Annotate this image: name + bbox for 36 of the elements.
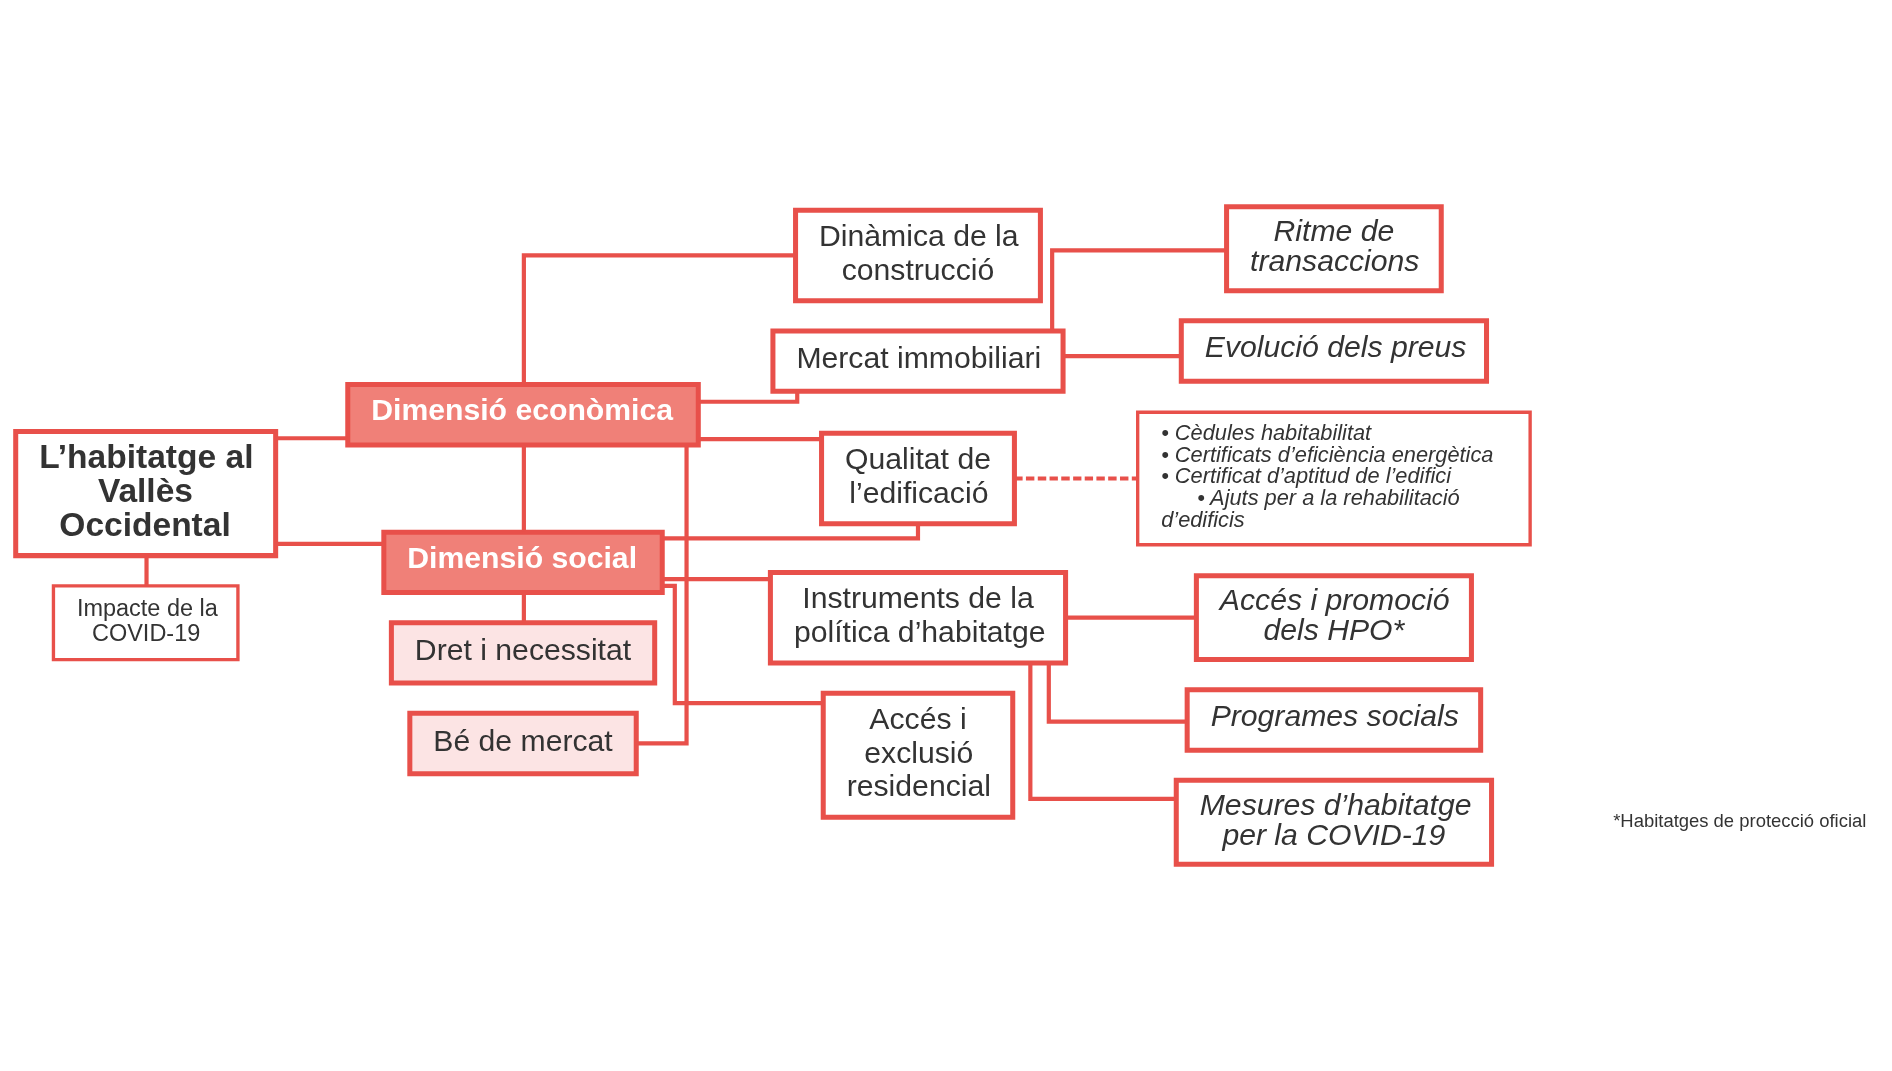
node-box: Dret i necessitat bbox=[388, 620, 657, 686]
connector bbox=[636, 445, 689, 746]
connector bbox=[1062, 353, 1181, 359]
node-box: Dinàmica de la construcció bbox=[792, 207, 1043, 304]
connector bbox=[521, 593, 526, 623]
node-box: Dimensió econòmica bbox=[344, 382, 701, 448]
label: *Habitatges de protecció oficial bbox=[1612, 809, 1866, 831]
connector bbox=[1049, 248, 1226, 331]
node-box: Impacte de la COVID-19 bbox=[51, 584, 240, 662]
connector bbox=[698, 436, 821, 442]
node-box: Evolució dels preus bbox=[1178, 318, 1489, 384]
connector bbox=[698, 391, 799, 404]
connector bbox=[1065, 615, 1196, 620]
node-box: Instruments de la política d’habitatge bbox=[767, 569, 1068, 666]
node-box: • Cèdules habitabilitat • Certificats d’eficiència energètica • Certificat d’aptitud de l’edifici • Ajuts per a la rehabilitació d’edificis bbox=[1135, 410, 1532, 547]
connector bbox=[521, 253, 795, 384]
node-box: Ritme de transaccions bbox=[1223, 204, 1444, 294]
node-box: Qualitat de l’edificació bbox=[818, 430, 1017, 527]
connector bbox=[661, 523, 920, 541]
connector bbox=[1013, 476, 1137, 481]
connector bbox=[661, 577, 770, 582]
node-box: Bé de mercat bbox=[406, 710, 639, 777]
node-box: L’habitatge al Vallès Occidental bbox=[12, 429, 278, 559]
node-box: Accés i exclusió residencial bbox=[820, 690, 1015, 820]
connector bbox=[661, 583, 823, 706]
connector bbox=[275, 541, 384, 546]
node-box: Accés i promoció dels HPO* bbox=[1193, 573, 1474, 663]
node-box: Programes socials bbox=[1184, 687, 1483, 753]
connector bbox=[1027, 663, 1176, 801]
connector bbox=[1046, 663, 1186, 724]
node-box: Dimensió social bbox=[380, 529, 665, 596]
node-box: Mesures d’habitatge per la COVID-19 bbox=[1173, 777, 1494, 867]
connector bbox=[275, 436, 347, 441]
connector bbox=[143, 555, 149, 586]
node-box: Mercat immobiliari bbox=[769, 328, 1066, 394]
connector bbox=[521, 445, 526, 532]
